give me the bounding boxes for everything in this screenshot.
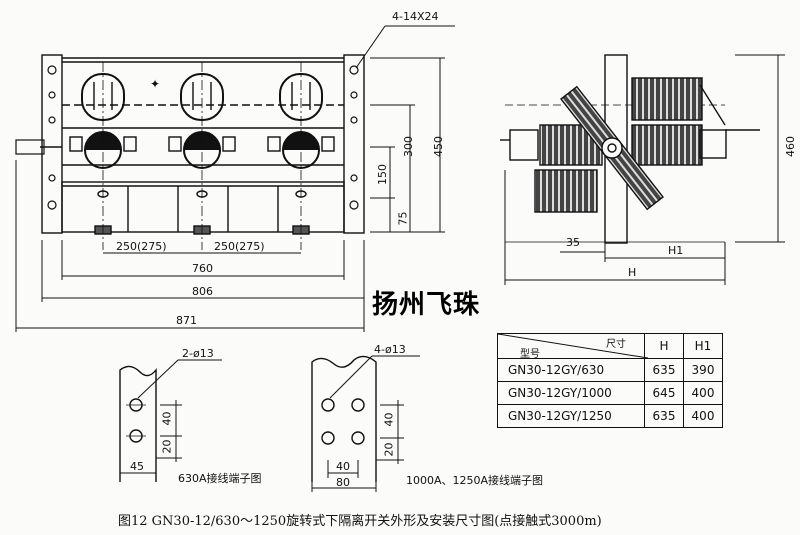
dim-760: 760 — [192, 262, 213, 275]
table-row: GN30-12GY/630 635 390 — [497, 358, 723, 382]
side-view — [500, 54, 785, 285]
dim-871: 871 — [176, 314, 197, 327]
front-dimensions — [15, 25, 455, 332]
side-lower-insulator — [534, 169, 598, 213]
row-h: 645 — [644, 381, 684, 405]
terminal-630-holes: 2-ø13 — [182, 347, 214, 360]
dim-h1: H1 — [668, 244, 684, 257]
table-row: GN30-12GY/1250 635 400 — [497, 404, 723, 428]
dim-806: 806 — [192, 285, 213, 298]
terminal-630-caption: 630A接线端子图 — [178, 472, 262, 485]
side-upper-insulator — [631, 77, 703, 121]
terminal-1000-caption: 1000A、1250A接线端子图 — [406, 474, 544, 487]
terminal-1000-dim-40v: 40 — [382, 412, 396, 427]
terminal-630-dim-45: 45 — [130, 460, 144, 473]
brand-watermark: 扬州飞珠 — [372, 290, 481, 320]
terminal-1000-dim-40h: 40 — [336, 460, 350, 473]
row-h1: 400 — [683, 404, 723, 428]
table-row: GN30-12GY/1000 645 400 — [497, 381, 723, 405]
spec-table-header: 尺寸 型号 H H1 — [497, 333, 723, 360]
row-h1: 400 — [683, 381, 723, 405]
row-model: GN30-12GY/630 — [497, 358, 645, 382]
left-side-plate — [41, 54, 63, 234]
dim-250-left: 250(275) — [116, 240, 167, 253]
dim-460: 460 — [784, 136, 797, 157]
terminal-1000-dim-20: 20 — [382, 442, 396, 457]
header-h1: H1 — [683, 333, 723, 359]
terminal-630-drawing — [119, 359, 222, 482]
header-size-label: 尺寸 — [606, 339, 626, 350]
dim-250-right: 250(275) — [214, 240, 265, 253]
dim-75: 75 — [396, 211, 410, 226]
mount-holes-label: 4-14X24 — [392, 10, 439, 23]
dim-450: 450 — [432, 136, 445, 157]
right-side-plate — [343, 54, 365, 234]
side-middle-insulator-right — [631, 124, 703, 166]
terminal-1000-holes: 4-ø13 — [374, 343, 406, 356]
header-model-label: 型号 — [520, 349, 540, 360]
dim-h: H — [628, 266, 637, 279]
row-h1: 390 — [683, 358, 723, 382]
header-h: H — [644, 333, 684, 359]
terminal-1000-drawing — [311, 355, 420, 492]
dim-150: 150 — [376, 164, 389, 185]
svg-text:✦: ✦ — [150, 77, 160, 91]
dim-300: 300 — [402, 136, 415, 157]
plate-holes — [47, 65, 359, 210]
terminal-1000-dim-80: 80 — [336, 476, 350, 489]
terminal-630-dim-20: 20 — [160, 439, 174, 454]
terminal-630-dim-40: 40 — [160, 411, 174, 426]
row-model: GN30-12GY/1250 — [497, 404, 645, 428]
spec-header-diagonal: 尺寸 型号 — [497, 333, 648, 360]
row-h: 635 — [644, 404, 684, 428]
header-diagonal-line — [498, 334, 648, 358]
row-h: 635 — [644, 358, 684, 382]
front-view: ✦ — [15, 25, 455, 332]
row-model: GN30-12GY/1000 — [497, 381, 645, 405]
spec-table: 尺寸 型号 H H1 GN30-12GY/630 635 390 GN30-12… — [497, 333, 723, 428]
dim-35: 35 — [566, 236, 580, 249]
side-dimensions — [504, 54, 785, 285]
figure-caption: 图12 GN30-12/630～1250旋转式下隔离开关外形及安装尺寸图(点接触… — [118, 514, 602, 529]
center-lines — [102, 62, 302, 250]
